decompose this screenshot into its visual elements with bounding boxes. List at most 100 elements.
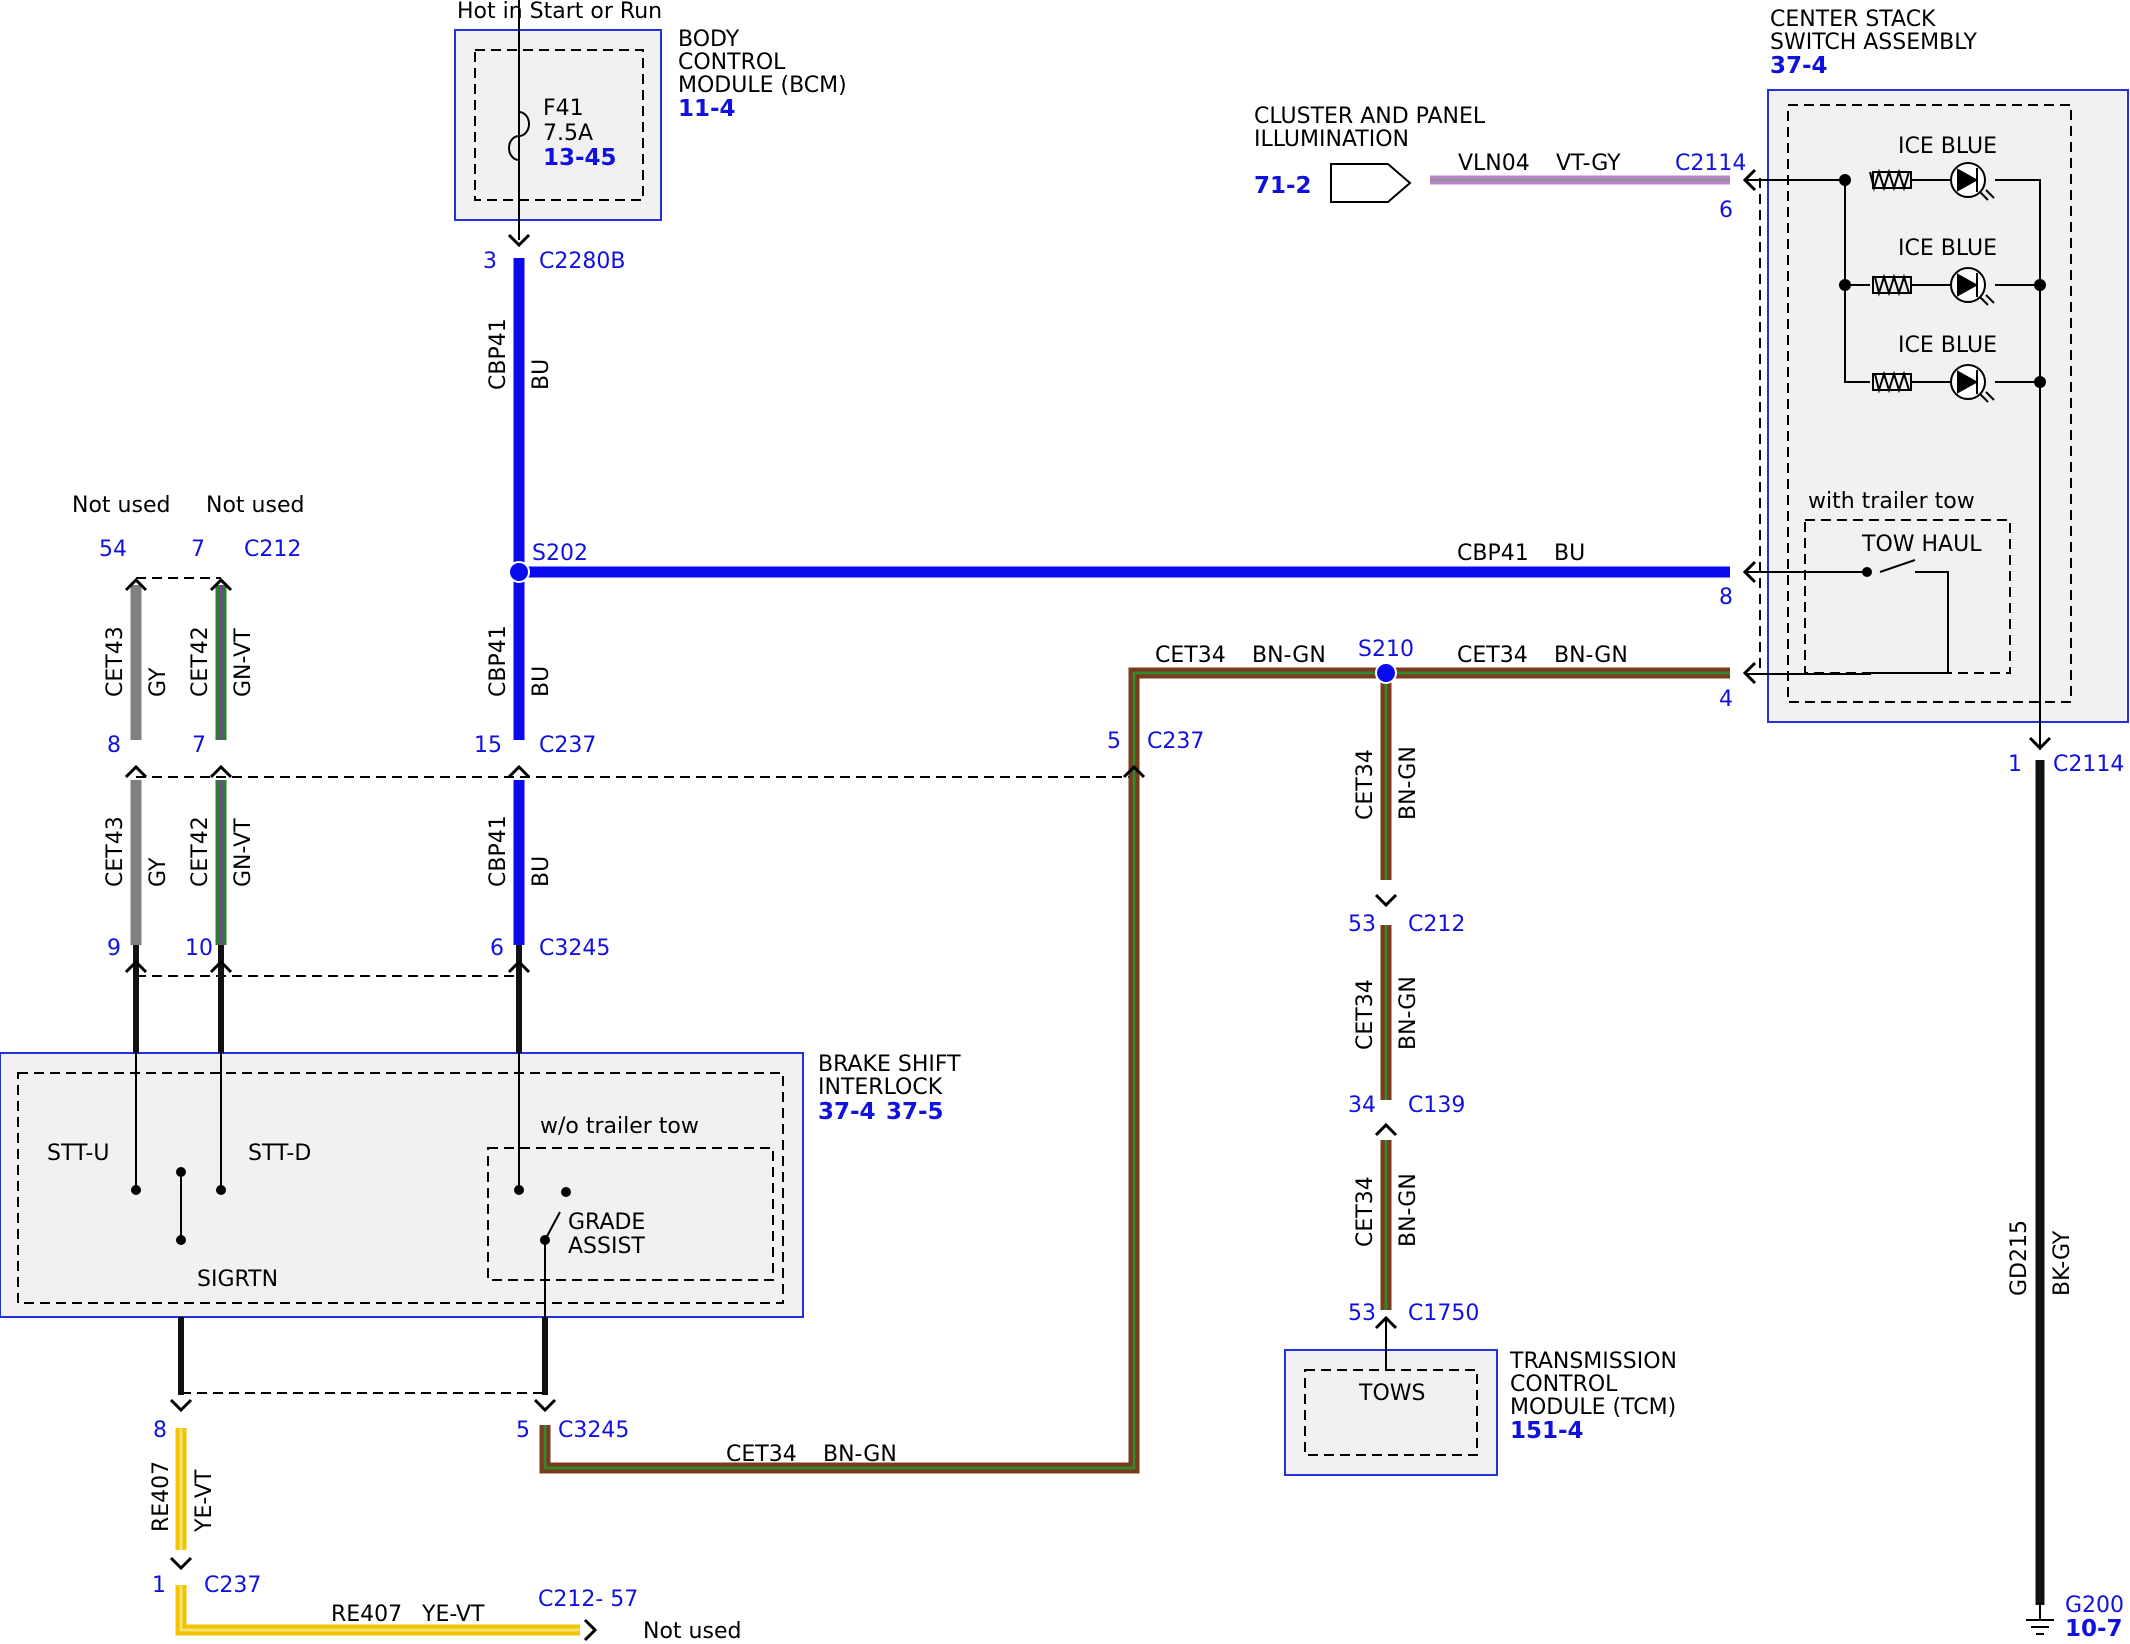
wire-color-label: GN-VT	[231, 628, 256, 697]
wire-circuit-label: CET34	[1155, 643, 1226, 668]
bsi-option-label: w/o trailer tow	[540, 1114, 699, 1139]
pin-label: 5	[516, 1418, 530, 1443]
wire-circuit-label: RE407	[331, 1602, 402, 1627]
pin-label: 6	[490, 936, 504, 961]
grade-contact	[514, 1185, 524, 1195]
fuse-rating: 7.5A	[543, 121, 593, 146]
wire-color-label: BN-GN	[1554, 643, 1628, 668]
fuse-name: F41	[543, 96, 584, 121]
connector-label: C212- 57	[538, 1587, 638, 1612]
grade-contact	[561, 1187, 571, 1197]
splice-label: S210	[1358, 637, 1414, 662]
led-2-label: ICE BLUE	[1898, 236, 1997, 261]
tow-haul-leads	[1745, 559, 1949, 675]
pin-label: 10	[185, 936, 213, 961]
wire-cet34-top	[1128, 667, 1730, 785]
pin-label: 6	[1719, 198, 1733, 223]
led-1-label: ICE BLUE	[1898, 134, 1997, 159]
connector-arrow-c2280b	[507, 233, 531, 248]
connector-arrow-c237-5	[1122, 764, 1146, 779]
connector-arrow-c3245-5	[533, 1398, 557, 1413]
pin-label: 3	[483, 249, 497, 274]
wire-circuit-label: VLN04	[1458, 151, 1530, 176]
tcm-pin-label: TOWS	[1358, 1381, 1425, 1406]
connector-label: C3245	[539, 936, 610, 961]
connector-label: C237	[539, 733, 596, 758]
grade-label-2: ASSIST	[568, 1234, 645, 1259]
splice-dot	[1839, 279, 1851, 291]
center-stack-inner-box	[1787, 104, 2072, 703]
connector-label: C237	[1147, 729, 1204, 754]
pin-label: 53	[1348, 912, 1376, 937]
ground-icon	[2026, 1603, 2054, 1635]
connector-label: C2280B	[539, 249, 625, 274]
pin-label: 53	[1348, 1301, 1376, 1326]
wire-circuit-label: CBP41	[1457, 541, 1529, 566]
tcm-label-3: MODULE (TCM)	[1510, 1395, 1676, 1420]
wire-color-label: GY	[146, 857, 171, 887]
bsi-ref-2: 37-5	[886, 1099, 944, 1125]
wire-cet34-bottom-stripe	[543, 785, 1136, 1470]
pin-label: 9	[107, 936, 121, 961]
grade-contact	[540, 1235, 550, 1245]
stt-u-contact	[131, 1185, 141, 1195]
pin-label: 4	[1719, 687, 1733, 712]
cs-ref: 37-4	[1770, 53, 1828, 79]
wire-color-label: BN-GN	[1396, 746, 1421, 820]
bsi-internal-leads	[135, 1053, 546, 1317]
connector-label: C1750	[1408, 1301, 1479, 1326]
wire-circuit-label: CET43	[103, 626, 128, 697]
connector-label: C212	[244, 537, 301, 562]
connector-label: C2114	[2053, 752, 2124, 777]
bcm-label-1: BODY	[678, 27, 740, 52]
splice-dot	[2034, 376, 2046, 388]
tow-haul-box	[1804, 519, 2011, 674]
grade-label-1: GRADE	[568, 1210, 645, 1235]
wire-color-label: BU	[529, 359, 554, 390]
connector-arrows	[124, 168, 2052, 1642]
cluster-connector-icon	[1330, 163, 1412, 203]
wire-circuit-label: CET34	[726, 1442, 797, 1467]
not-used-label: Not used	[72, 493, 170, 518]
pin-label: 1	[152, 1573, 166, 1598]
splice-dot	[1839, 174, 1851, 186]
pin-label: 1	[2008, 752, 2022, 777]
wire-color-label: BN-GN	[823, 1442, 897, 1467]
wires	[130, 175, 2045, 1636]
splice-s202	[508, 561, 530, 583]
wire-circuit-label: CET43	[103, 816, 128, 887]
wire-circuit-label: GD215	[2007, 1220, 2032, 1296]
bsi-label-1: BRAKE SHIFT	[818, 1052, 961, 1077]
wire-bsi-outputs	[178, 1317, 548, 1395]
connector-arrow-c212-54	[124, 577, 148, 592]
led-1-icon	[1869, 162, 1995, 201]
connector-arrow-c3245-8	[169, 1398, 193, 1413]
bsi-ref-1: 37-4	[818, 1099, 876, 1125]
connector-label: C3245	[558, 1418, 629, 1443]
cs-label-2: SWITCH ASSEMBLY	[1770, 30, 1978, 55]
cs-label-1: CENTER STACK	[1770, 7, 1936, 32]
fuse-icon	[508, 111, 530, 161]
tcm-ref: 151-4	[1510, 1418, 1584, 1444]
ground-label: G200	[2065, 1593, 2124, 1618]
wire-bsi-feeds	[133, 945, 522, 1053]
connector-arrow-c3245-9	[124, 959, 148, 974]
bcm-label-2: CONTROL	[678, 50, 786, 75]
brake-shift-box	[0, 1052, 804, 1318]
connector-arrow-c212-53	[1374, 893, 1398, 908]
wire-circuit-label: CET42	[188, 626, 213, 697]
sigrtn-contact	[176, 1167, 186, 1177]
pin-label: 54	[99, 537, 127, 562]
connector-arrow-c1750-53	[1374, 1315, 1398, 1330]
pin-label: 7	[192, 733, 206, 758]
bsi-switch-leads	[180, 1172, 561, 1241]
connector-arrow-c237-1	[169, 1556, 193, 1571]
wire-color-label: BK-GY	[2050, 1230, 2075, 1296]
tcm-inner-box	[1304, 1369, 1478, 1456]
pin-label: 8	[153, 1418, 167, 1443]
connector-arrow-c3245-6	[507, 959, 531, 974]
connector-arrow-c237-15	[507, 764, 531, 779]
connector-arrow-c237-7	[209, 764, 233, 779]
wire-cet34-top-stripe	[1132, 671, 1730, 785]
